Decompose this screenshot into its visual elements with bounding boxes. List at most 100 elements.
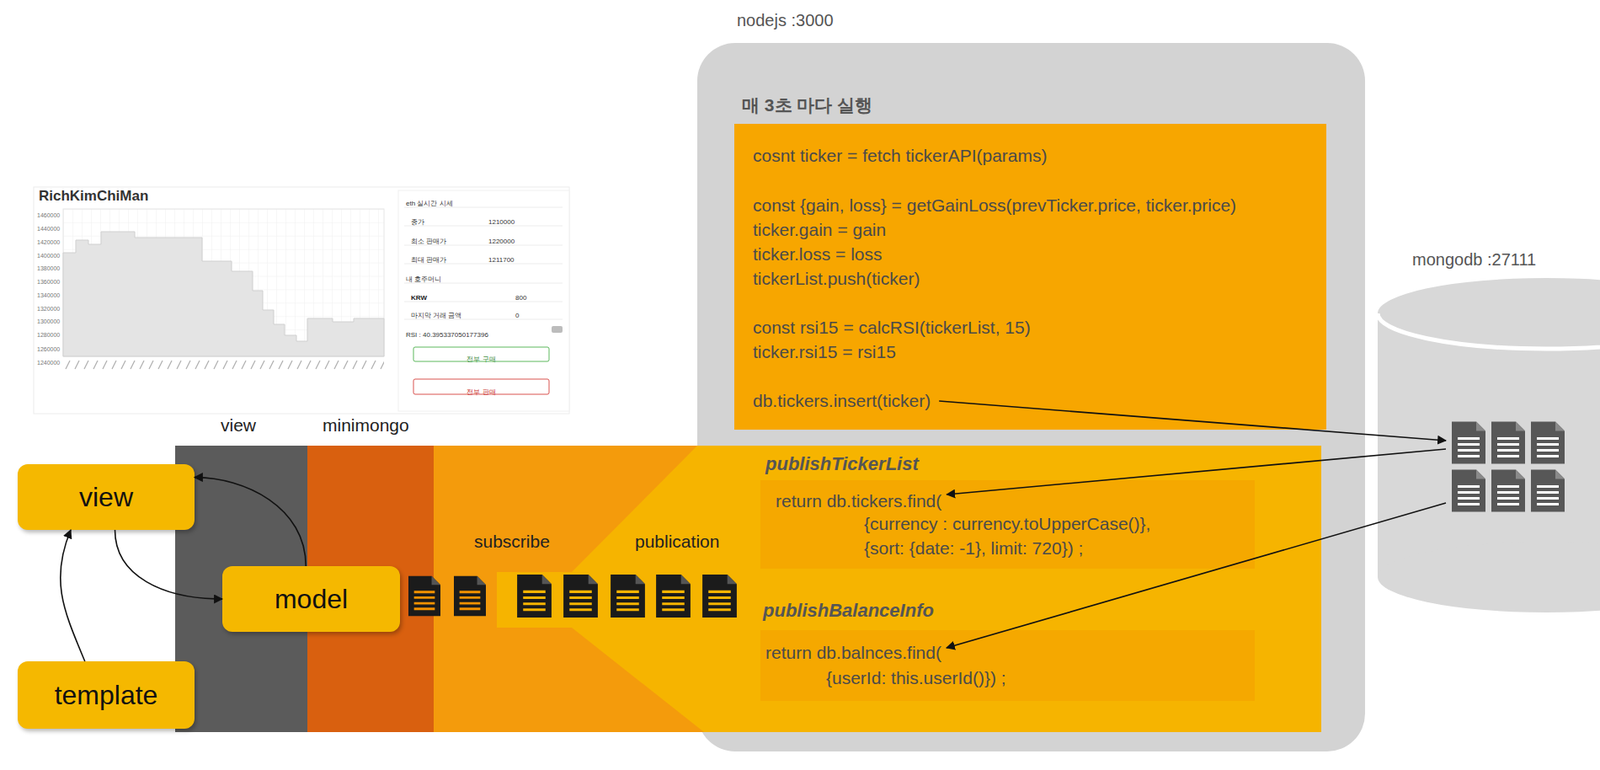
code-line: ticker.rsi15 = rsi15 xyxy=(752,341,896,363)
code-line: return db.balnces.find( xyxy=(765,641,942,663)
text-holder: 800 xyxy=(515,288,527,304)
text-holder: mongodb :27111 xyxy=(1412,249,1536,270)
panel-heading: nodejs :3000 xyxy=(736,10,834,31)
cylinder-body xyxy=(1377,313,1600,577)
row-label: 마지막 거래 금액 xyxy=(410,311,462,320)
code-line: {sort: {date: -1}, limit: 720}) ; xyxy=(864,537,1083,559)
doc-icon xyxy=(656,574,691,618)
text-holder: 매 3초 마다 실행 xyxy=(741,94,873,116)
price-area xyxy=(63,231,384,357)
code-line: {currency : currency.toUpperCase()}, xyxy=(864,512,1151,534)
doc-icon xyxy=(1451,421,1486,464)
text-holder: 전부 구매 xyxy=(413,349,550,365)
cylinder-bottom xyxy=(1377,541,1600,613)
funnel-fill xyxy=(496,445,1322,732)
mvc-label: template xyxy=(54,678,159,711)
text-holder: model xyxy=(222,565,400,632)
text-holder: template xyxy=(17,661,195,729)
text-holder: 0 xyxy=(515,305,519,321)
mvc-label: model xyxy=(274,582,348,615)
text-holder: 1320000 xyxy=(37,298,60,315)
text-holder: 1240000 xyxy=(37,352,60,368)
code-line: {userId: this.userId()}) ; xyxy=(826,666,1007,688)
axis-value: 1260000 xyxy=(37,346,60,353)
doc-icon xyxy=(1530,469,1565,512)
mvc-box: view xyxy=(17,464,195,530)
text-holder: 1210000 xyxy=(488,212,515,228)
text-holder: nodejs :3000 xyxy=(736,10,834,31)
connector-arrow xyxy=(115,529,224,599)
axis-value: 1380000 xyxy=(37,265,60,272)
text-holder: const rsi15 = calcRSI(tickerList, 15) xyxy=(752,316,1031,338)
text-holder: {currency : currency.toUpperCase()}, xyxy=(864,512,1151,534)
text-holder: {sort: {date: -1}, limit: 720}) ; xyxy=(864,537,1083,559)
doc-icon xyxy=(517,574,552,618)
axis-value: 1280000 xyxy=(37,331,60,339)
app-title: RichKimChiMan xyxy=(38,187,149,205)
row-label: KRW xyxy=(410,293,427,303)
axis-value: 1440000 xyxy=(37,225,60,233)
text-holder: ticker.rsi15 = rsi15 xyxy=(752,341,896,363)
axis-value: 1460000 xyxy=(37,212,60,219)
code-line: return db.tickers.find( xyxy=(775,490,942,512)
text-holder: publishTickerList xyxy=(765,453,919,475)
doc-icon xyxy=(702,574,737,618)
axis-value: 1360000 xyxy=(37,278,60,286)
text-holder: eth 실시간 시세 xyxy=(405,193,454,209)
doc-icon xyxy=(610,574,646,618)
doc-icon xyxy=(453,576,486,617)
axis-value: 1420000 xyxy=(37,239,60,246)
code-line: db.tickers.insert(ticker) xyxy=(752,389,931,411)
row-value: 800 xyxy=(515,293,527,303)
text-holder: 1260000 xyxy=(37,339,60,355)
layer-label: publication xyxy=(634,530,720,552)
text-holder: 전부 판매 xyxy=(413,382,550,398)
text-holder: view xyxy=(220,414,256,436)
text-holder: 1440000 xyxy=(37,218,60,235)
row-value: 1220000 xyxy=(488,237,515,246)
text-holder: 1211700 xyxy=(488,250,515,266)
connector-arrow xyxy=(60,529,86,662)
text-holder: return db.tickers.find( xyxy=(775,490,942,512)
doc-icon xyxy=(1530,421,1565,464)
doc-icon xyxy=(1451,469,1486,512)
text-holder: 마지막 거래 금액 xyxy=(410,305,462,321)
text-holder: minimongo xyxy=(322,414,410,436)
doc-icon xyxy=(1491,469,1526,512)
button-label: 전부 판매 xyxy=(466,388,496,397)
text-holder: 1220000 xyxy=(488,231,515,247)
cylinder-top xyxy=(1377,277,1600,349)
text-holder: return db.balnces.find( xyxy=(765,641,942,663)
axis-value: 1340000 xyxy=(37,292,60,299)
text-holder: ticker.gain = gain xyxy=(752,218,886,240)
db-label: mongodb :27111 xyxy=(1412,249,1536,270)
layer-band: subscribepublicationpublishTickerListret… xyxy=(433,445,1322,732)
mvc-box: model xyxy=(222,565,400,632)
row-label: 종가 xyxy=(410,218,425,227)
database-cylinder: mongodb :27111 xyxy=(1377,240,1600,615)
axis-ticks xyxy=(63,358,384,371)
publish-box: publishBalanceInforeturn db.balnces.find… xyxy=(760,629,1255,701)
mvc-label: view xyxy=(79,480,134,513)
code-line: const {gain, loss} = getGainLoss(prevTic… xyxy=(752,194,1237,216)
mvc-box: template xyxy=(17,661,195,729)
code-line: const rsi15 = calcRSI(tickerList, 15) xyxy=(752,316,1031,338)
text-holder: view xyxy=(17,464,195,530)
doc-icon xyxy=(408,576,441,617)
badge xyxy=(551,325,563,333)
doc-icon xyxy=(1491,421,1526,464)
text-holder: RSI : 40.395337050177396 xyxy=(405,325,489,341)
side-panel xyxy=(398,190,570,411)
text-holder: RichKimChiMan xyxy=(38,187,149,205)
screenshot-labels: RichKimChiMan146000014400001420000140000… xyxy=(0,0,1,1)
row-lines xyxy=(404,207,563,320)
panel-heading: 내 호주머니 xyxy=(405,275,442,284)
code-box: 매 3초 마다 실행cosnt ticker = fetch tickerAPI… xyxy=(734,123,1327,430)
axis-value: 1400000 xyxy=(37,252,60,260)
connector-arrow xyxy=(946,448,1446,495)
screenshot-frame xyxy=(33,186,570,414)
text-holder: 1280000 xyxy=(37,325,60,341)
code-line: tickerList.push(ticker) xyxy=(752,267,920,289)
row-value: 0 xyxy=(515,311,519,320)
